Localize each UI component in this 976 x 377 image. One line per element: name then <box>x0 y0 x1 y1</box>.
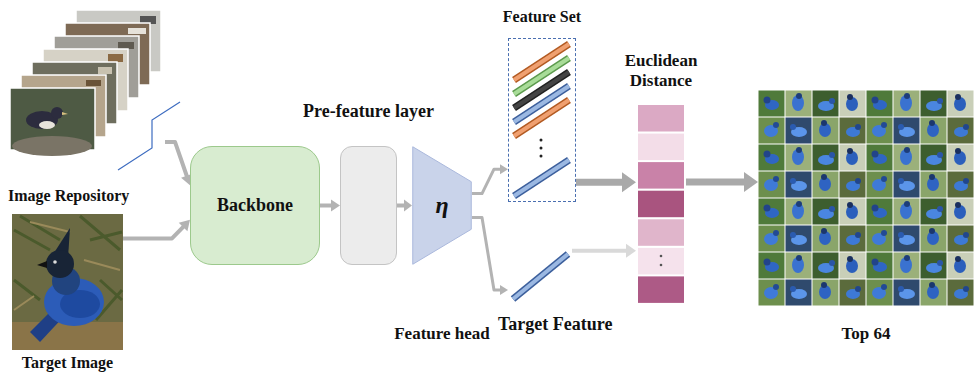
bird-beak <box>37 261 47 268</box>
distance-cell <box>638 105 684 132</box>
photo-detail <box>108 54 123 62</box>
connector <box>123 220 190 239</box>
ellipsis-dot <box>540 147 543 150</box>
connector-line <box>576 179 623 186</box>
pre-feature-block: Pre-feature layer <box>340 146 397 265</box>
arrowhead <box>500 164 508 174</box>
ellipsis-dot <box>660 255 663 258</box>
connector-line <box>397 204 405 208</box>
feature-head: ηFeature head <box>412 146 472 265</box>
node-label: η <box>435 191 448 220</box>
distance-cells <box>638 105 684 303</box>
arrowhead <box>331 200 340 212</box>
feature-bars <box>514 44 569 196</box>
connector-line <box>320 204 332 208</box>
node-label: Backbone <box>217 195 293 217</box>
node-label: Feature head <box>394 324 490 344</box>
connector-line <box>686 179 745 186</box>
node-label: Image Repository <box>8 186 129 205</box>
feature-bar <box>513 254 568 299</box>
distance-cell <box>638 248 684 275</box>
backbone-block: Backbone <box>190 146 320 265</box>
bracket-line <box>118 102 180 170</box>
feature-set: Feature Set <box>508 38 576 202</box>
node-label: Target Image <box>22 353 113 372</box>
target-feature: Target Feature <box>508 248 572 304</box>
connector <box>320 200 340 212</box>
node-label: Top 64 <box>842 324 891 344</box>
connector-line <box>472 217 501 290</box>
image-repository: Image Repository <box>8 8 165 152</box>
feature-bar <box>513 254 568 299</box>
distance-column: Euclidean Distance <box>636 105 686 305</box>
distance-cell <box>638 191 684 218</box>
trapezoid-shape <box>413 147 472 265</box>
ellipsis-dot <box>660 264 663 267</box>
rock <box>12 136 92 156</box>
node-label: Target Feature <box>498 314 612 336</box>
connector <box>472 217 508 295</box>
node-label: Pre-feature layer <box>303 101 434 123</box>
photo <box>12 214 123 350</box>
target-feature-bar <box>513 254 568 299</box>
connector <box>686 172 758 192</box>
photo-detail <box>118 42 134 49</box>
connector <box>472 164 508 193</box>
ellipsis-dot <box>540 155 543 158</box>
bird-shape <box>39 121 55 129</box>
bird-shape <box>51 107 63 119</box>
photo-detail <box>98 67 112 74</box>
arrowhead <box>622 172 636 192</box>
connector <box>572 244 636 258</box>
photo-detail <box>86 80 101 86</box>
arrowhead <box>179 220 190 231</box>
bird-eye <box>53 260 57 264</box>
bird-head <box>46 250 74 278</box>
feature-bar <box>514 100 569 136</box>
arrowhead <box>404 200 412 212</box>
distance-cell <box>638 162 684 189</box>
bird-beak <box>62 112 68 115</box>
node-label: Feature Set <box>503 7 581 26</box>
distance-cell <box>638 276 684 303</box>
target-photo <box>12 214 123 350</box>
connector-line <box>572 249 627 253</box>
feature-bar <box>514 160 569 196</box>
distance-cell <box>638 219 684 246</box>
ellipsis-dot <box>540 139 543 142</box>
arrowhead <box>626 244 636 258</box>
photo-stack <box>10 10 180 170</box>
connector <box>165 142 192 185</box>
connector-line <box>165 142 187 177</box>
connector <box>576 172 636 192</box>
ground <box>12 322 123 350</box>
result-grid <box>758 90 974 306</box>
connector-line <box>123 226 184 238</box>
connector-line <box>472 169 501 193</box>
node-label: Euclidean Distance <box>606 51 716 92</box>
arrowhead <box>500 285 508 295</box>
photo-detail <box>128 28 146 34</box>
target-image: Target Image <box>12 214 123 350</box>
distance-cell <box>638 134 684 161</box>
connector <box>397 200 412 212</box>
result-grid-node: Top 64 <box>758 90 974 306</box>
arrowhead <box>744 172 758 192</box>
feature-bar <box>514 100 569 136</box>
pine-needles <box>14 216 122 320</box>
feature-bar <box>514 160 569 196</box>
